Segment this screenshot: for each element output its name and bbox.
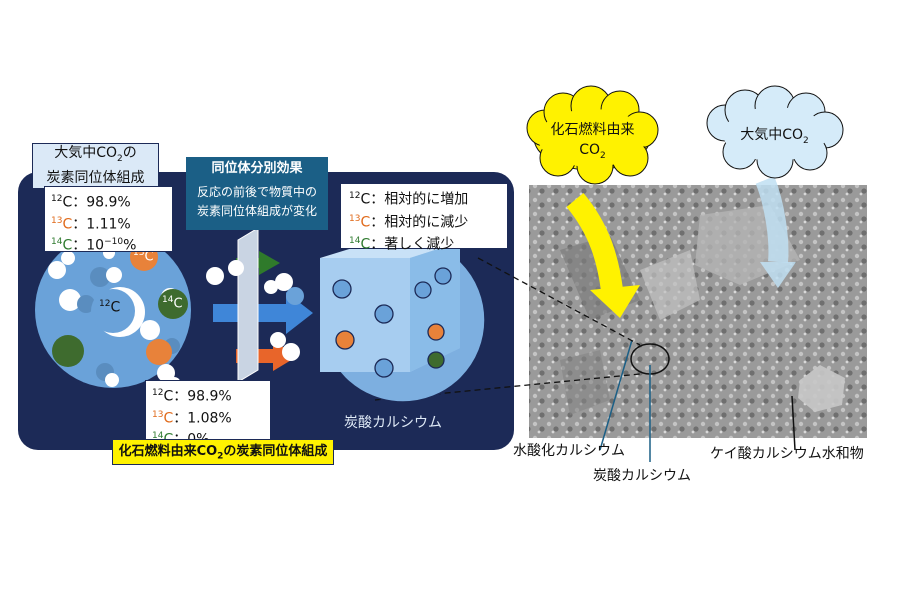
atmosphere-c12-row: 12C：98.9% [51, 194, 131, 211]
fossil-composition-callout: 12C：98.9% 13C：1.08% 14C：0% [145, 380, 271, 448]
c14-circle-label: 14C [162, 295, 183, 312]
isotope-effect-title: 同位体分別効果 [186, 157, 328, 180]
fossil-arrow-head [590, 285, 640, 318]
air-cloud-text: 大気中CO2 [740, 127, 809, 146]
green-arrow-head [259, 251, 280, 275]
atmosphere-composition-callout: 12C：98.9% 13C：1.11% 14C：10−10% [44, 186, 173, 254]
calcium-carbonate-cube [320, 237, 486, 403]
fossil-c13-row: 13C：1.08% [152, 409, 232, 427]
fossil-composition-label: 化石燃料由来CO2の炭素同位体組成 [112, 439, 334, 465]
result-c14-row: 14C：著しく減少 [349, 236, 455, 253]
c12-circle-label: 12C [99, 299, 121, 316]
sem-calcium-carbonate-label: 炭酸カルシウム [593, 468, 691, 484]
air-arrow [755, 176, 789, 263]
glass-pane [237, 227, 259, 383]
result-c13-row: 13C：相対的に減少 [349, 213, 469, 231]
atmosphere-title: 大気中CO2の 炭素同位体組成 [32, 143, 159, 189]
fossil-c12-row: 12C：98.9% [152, 388, 232, 405]
fossil-cloud [526, 85, 659, 185]
air-cloud [706, 85, 844, 179]
fossil-arrow [566, 192, 623, 292]
atmosphere-c14-row: 14C：10−10% [51, 237, 137, 254]
calcium-silicate-hydrate-label: ケイ酸カルシウム水和物 [710, 446, 864, 462]
result-c12-row: 12C：相対的に増加 [349, 191, 469, 208]
fossil-cloud-text: 化石燃料由来 CO2 [550, 122, 635, 161]
isotope-effect-description: 反応の前後で物質中の 炭素同位体組成が変化 [186, 180, 328, 230]
air-arrow-head [760, 262, 796, 288]
c12-atom [91, 289, 135, 333]
calcium-hydroxide-label: 水酸化カルシウム [513, 443, 625, 459]
c14-atom [158, 289, 188, 319]
atmosphere-c13-row: 13C：1.11% [51, 215, 131, 233]
c13-circle-label: 13C [133, 248, 154, 265]
calcium-carbonate-result-callout: 12C：相対的に増加 13C：相対的に減少 14C：著しく減少 [340, 183, 508, 253]
calcium-carbonate-label: 炭酸カルシウム [344, 415, 442, 431]
